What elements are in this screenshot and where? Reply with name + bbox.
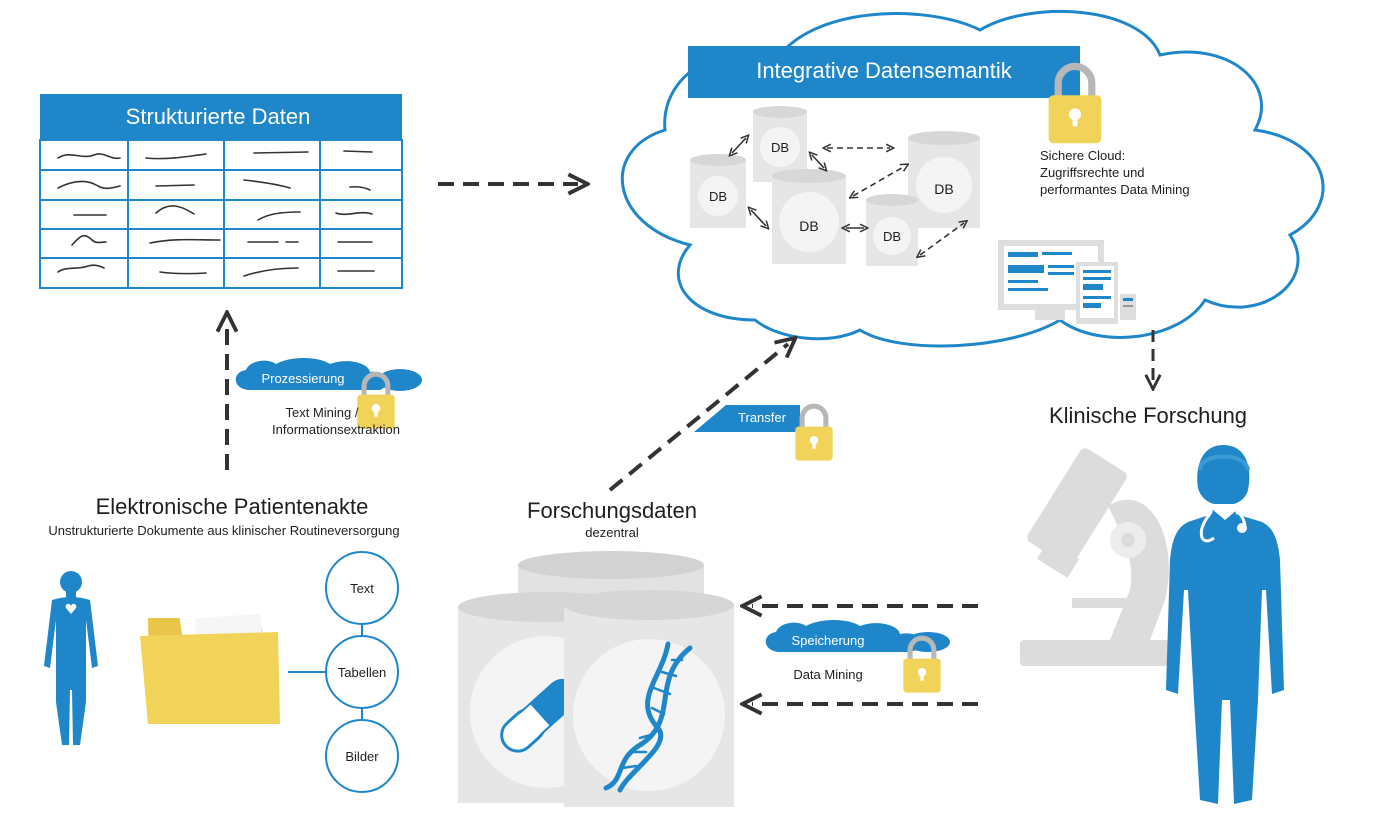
cloud-icon: [235, 358, 388, 390]
database-icon: DB: [772, 169, 846, 264]
ehr-section: Elektronische Patientenakte Unstrukturie…: [44, 494, 400, 793]
integrative-cloud: Integrative Datensemantik Sichere Cloud:…: [620, 9, 1325, 348]
ehr-subtitle: Unstrukturierte Dokumente aus klinischer…: [48, 523, 399, 538]
database-icon: DB: [690, 154, 746, 228]
research-data-subtitle: dezentral: [585, 525, 639, 540]
db-label-3: DB: [934, 181, 953, 197]
cloud-icon: [765, 620, 923, 652]
table-squiggles: [57, 150, 375, 277]
ehr-item-images-label: Bilder: [345, 749, 379, 764]
clinical-section: Klinische Forschung: [1020, 403, 1284, 804]
lock-icon: [795, 406, 832, 460]
secure-cloud-line-3: performantes Data Mining: [1040, 182, 1190, 197]
cloud-title-banner: [688, 46, 1080, 98]
database-icon: DB: [908, 131, 980, 228]
monitor-icon: [998, 240, 1136, 324]
storage-caption: Data Mining: [793, 667, 862, 682]
ehr-item-tables: Tabellen: [325, 635, 399, 709]
ehr-item-tables-label: Tabellen: [338, 665, 386, 680]
db-label-4: DB: [799, 218, 818, 234]
clinical-title: Klinische Forschung: [1049, 403, 1247, 428]
research-data-title: Forschungsdaten: [527, 498, 697, 523]
research-data-section: Forschungsdaten dezentral: [458, 498, 734, 807]
cloud-title: Integrative Datensemantik: [756, 58, 1013, 83]
db-label-5: DB: [883, 229, 901, 244]
table-title-banner: [40, 94, 402, 140]
pill-icon: [500, 678, 579, 753]
processing-label: Prozessierung: [261, 371, 344, 386]
storage-badge: Speicherung Data Mining: [765, 620, 950, 693]
processing-badge: Prozessierung Text Mining / Informations…: [235, 358, 422, 437]
database-icon: [564, 590, 734, 807]
doctor-icon: [1166, 445, 1284, 804]
dna-icon: [603, 641, 693, 793]
ehr-item-text-label: Text: [350, 581, 374, 596]
transfer-badge: Transfer: [694, 405, 833, 461]
microscope-icon: [1020, 448, 1180, 666]
db-label-1: DB: [771, 140, 789, 155]
folder-icon: [140, 607, 280, 724]
db-label-2: DB: [709, 189, 727, 204]
transfer-label: Transfer: [738, 410, 787, 425]
storage-label: Speicherung: [792, 633, 865, 648]
database-icon: DB: [866, 194, 918, 266]
ehr-item-images: Bilder: [325, 719, 399, 793]
table-title: Strukturierte Daten: [126, 104, 311, 129]
structured-data-table: Strukturierte Daten: [39, 94, 403, 289]
secure-cloud-line-2: Zugriffsrechte und: [1040, 165, 1145, 180]
arrow-research-to-cloud: [608, 344, 788, 492]
person-icon: [44, 571, 98, 745]
secure-cloud-line-1: Sichere Cloud:: [1040, 148, 1125, 163]
ehr-item-text: Text: [325, 551, 399, 625]
processing-line-2: Informationsextraktion: [272, 422, 400, 437]
db-connections: [732, 138, 964, 255]
ehr-item-connectors: [288, 624, 363, 720]
processing-line-1: Text Mining /: [286, 405, 359, 420]
ehr-title: Elektronische Patientenakte: [96, 494, 369, 519]
